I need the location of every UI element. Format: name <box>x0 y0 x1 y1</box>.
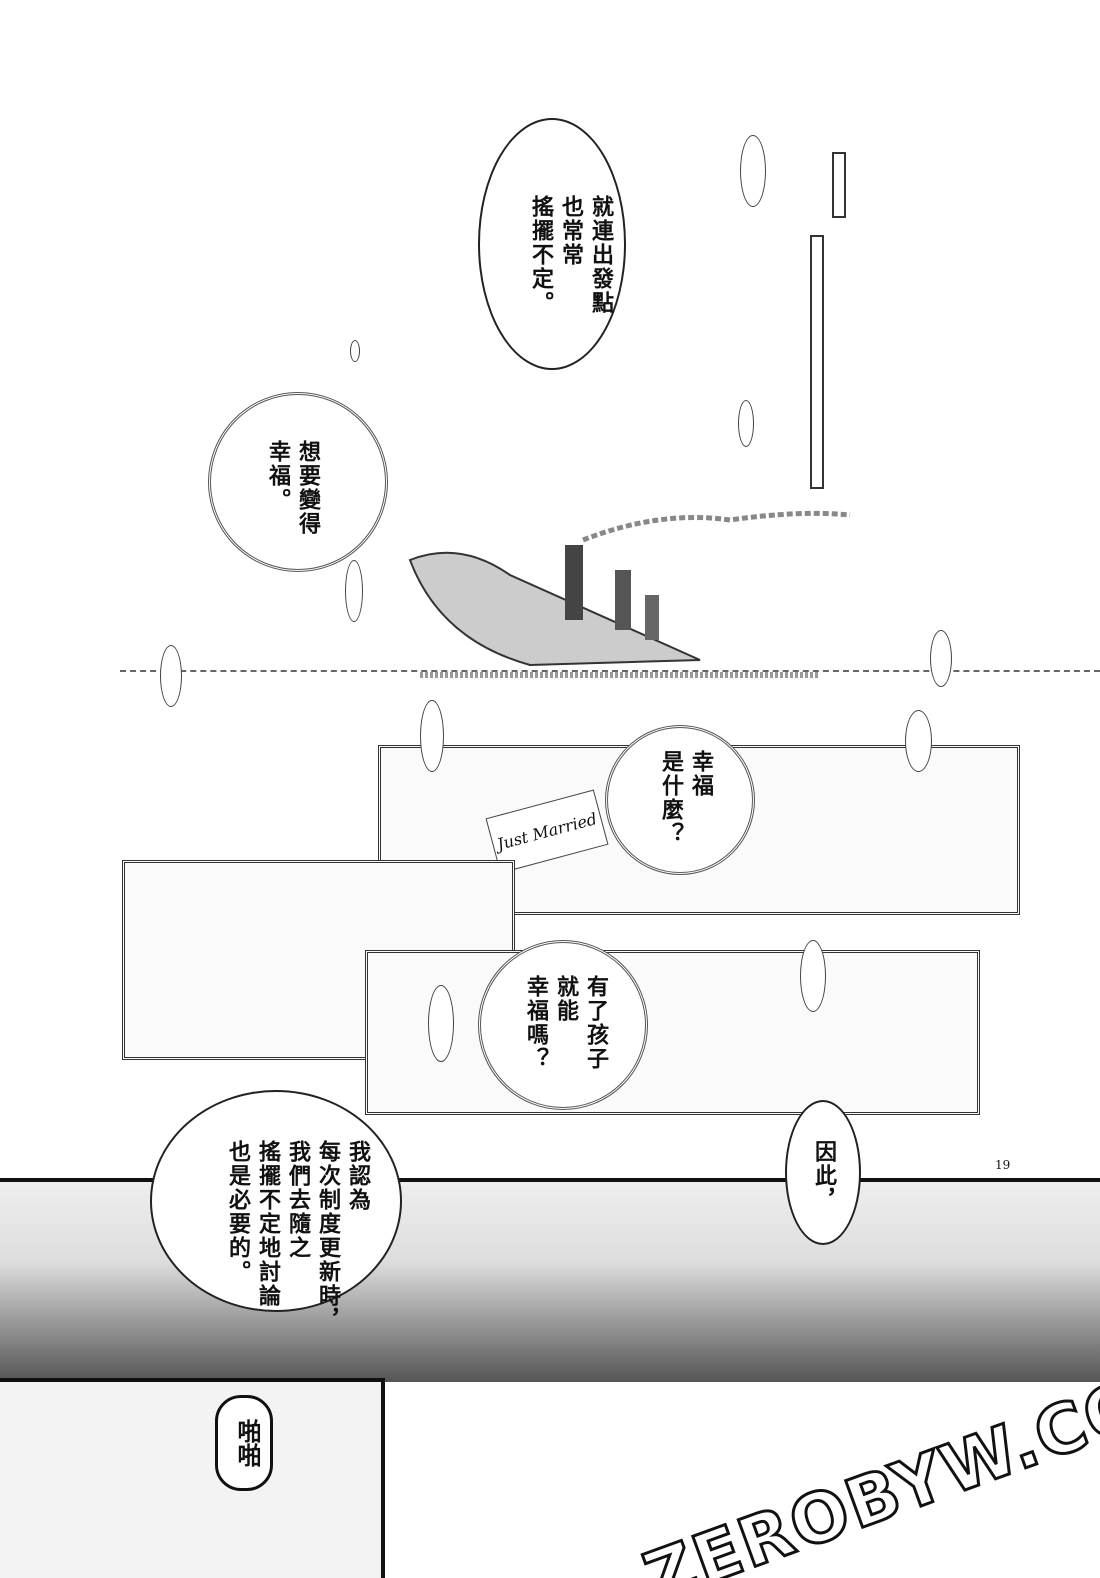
air-bubble <box>800 940 826 1012</box>
horizon-line <box>120 670 1100 672</box>
line: 也常常 <box>558 195 583 267</box>
bubble-text: 就連出發點 也常常 搖擺不定。 <box>525 195 615 315</box>
line: 想要變得 <box>295 440 320 536</box>
air-bubble <box>345 560 363 622</box>
bubble-text: 因此， <box>808 1140 838 1212</box>
page-number: 19 <box>995 1158 1011 1172</box>
thought-bubble-what-is-happiness <box>605 725 755 875</box>
air-bubble <box>905 710 932 772</box>
line: 有了孩子 <box>583 975 608 1071</box>
air-bubble <box>160 645 182 707</box>
thought-bubble-children <box>478 940 648 1110</box>
line: 我認為 <box>345 1140 370 1212</box>
panel-stroller <box>365 950 980 1115</box>
air-bubble <box>350 340 360 362</box>
deco-bar <box>810 235 824 489</box>
ship-illustration <box>408 510 851 678</box>
sfx-clap: 啪啪 <box>215 1395 273 1491</box>
air-bubble <box>420 700 444 772</box>
speech-bubble-start-point <box>478 118 626 370</box>
line: 也是必要的。 <box>225 1140 250 1284</box>
line: 我們去隨之 <box>285 1140 310 1260</box>
line: 幸福。 <box>265 440 290 512</box>
line: 搖擺不定。 <box>528 195 553 315</box>
deco-bar <box>832 152 846 218</box>
bubble-text: 我認為 每次制度更新時， 我們去隨之 搖擺不定地討論 也是必要的。 <box>222 1140 372 1332</box>
line: 每次制度更新時， <box>315 1140 340 1332</box>
air-bubble <box>428 985 454 1062</box>
line: 就能 <box>553 975 578 1023</box>
line: 是什麼？ <box>658 750 683 846</box>
air-bubble <box>738 400 754 447</box>
line: 幸福 <box>688 750 713 798</box>
speech-bubble-speech <box>150 1090 402 1312</box>
bubble-text: 想要變得 幸福。 <box>262 440 322 536</box>
air-bubble <box>740 135 766 207</box>
line: 因此， <box>811 1140 836 1212</box>
bubble-text: 幸福 是什麼？ <box>655 750 715 846</box>
line: 搖擺不定地討論 <box>255 1140 280 1308</box>
panel-clapping <box>0 1378 385 1578</box>
speech-bubble-therefore <box>785 1100 861 1245</box>
thought-bubble-want-happy <box>208 392 388 572</box>
line: 幸福嗎？ <box>523 975 548 1071</box>
air-bubble <box>930 630 952 687</box>
line: 就連出發點 <box>588 195 613 315</box>
bubble-text: 有了孩子 就能 幸福嗎？ <box>520 975 610 1071</box>
